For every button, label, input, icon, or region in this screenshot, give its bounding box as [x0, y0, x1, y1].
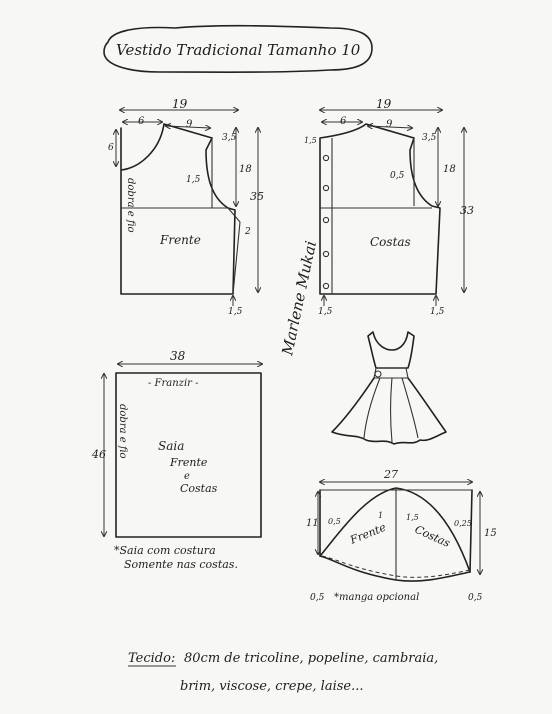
title-frame: Vestido Tradicional Tamanho 10 [103, 24, 373, 73]
fabric-line-1: 80cm de tricoline, popeline, cambraia, [184, 651, 438, 666]
sleeve-cap-right: 0,25 [454, 519, 472, 528]
fabric-line-2: brim, viscose, crepe, laise... [180, 679, 364, 694]
sleeve-cap-left: 0,5 [328, 517, 341, 526]
back-length: 33 [460, 204, 474, 217]
button-icon [322, 282, 330, 290]
skirt-label-4: Costas [180, 482, 218, 495]
back-bodice: 19 6 9 1,5 3,5 0,5 18 33 1,5 1,5 Costas [304, 97, 474, 317]
back-neck-depth: 1,5 [304, 136, 317, 145]
back-hem-flare-right: 1,5 [430, 307, 445, 317]
back-shoulder: 9 [386, 119, 393, 130]
skirt-note-2: Somente nas costas. [124, 558, 238, 571]
sleeve-back-label: Costas [413, 523, 453, 550]
front-fold-label: dobra e fio [125, 178, 136, 233]
front-armhole-curve: 1,5 [186, 175, 201, 185]
front-bodice: 19 6 9 6 3,5 1,5 18 35 2 1,5 Frente dobr… [108, 97, 264, 317]
front-shoulder-drop: 3,5 [222, 133, 237, 143]
sleeve-front-curve: 1 [378, 511, 383, 520]
fabric-note: Tecido: 80cm de tricoline, popeline, cam… [128, 651, 438, 694]
front-length: 35 [250, 190, 264, 203]
sleeve-hem-left: 0,5 [310, 593, 325, 603]
back-shoulder-drop: 3,5 [422, 133, 437, 143]
sleeve-note: *manga opcional [334, 592, 419, 603]
sleeve-height-left: 11 [306, 518, 319, 529]
sleeve-width: 27 [383, 468, 398, 481]
front-hem-flare: 1,5 [228, 307, 243, 317]
skirt-pattern: 38 46 - Franzir - dobra e fio Saia Frent… [91, 349, 262, 571]
button-icon [322, 154, 330, 162]
back-armhole-depth: 18 [443, 164, 456, 175]
skirt-label-2: Frente [169, 456, 208, 469]
button-icon [322, 250, 330, 258]
skirt-note-1: *Saia com costura [114, 544, 216, 557]
dress-sketch [331, 331, 447, 445]
front-width: 19 [172, 97, 188, 111]
fabric-label: Tecido: [128, 651, 175, 666]
front-waist-flare: 2 [244, 227, 251, 237]
back-neck-width: 6 [340, 116, 347, 127]
skirt-fold-label: dobra e fio [117, 404, 128, 459]
sleeve-height-right: 15 [484, 528, 497, 539]
back-label: Costas [370, 235, 411, 249]
skirt-gather-label: - Franzir - [148, 378, 199, 389]
skirt-width: 38 [170, 349, 186, 363]
sleeve-hem-right: 0,5 [468, 593, 483, 603]
back-armhole-curve: 0,5 [390, 171, 405, 181]
signature-text: Marlene Mukai [278, 239, 320, 358]
skirt-label-1: Saia [158, 439, 184, 453]
front-armhole-depth: 18 [239, 164, 252, 175]
sleeve-back-curve: 1,5 [406, 513, 419, 522]
sleeve-pattern: 27 11 15 Frente Costas 0,5 0,25 1 1,5 0,… [306, 468, 497, 603]
signature: Marlene Mukai [278, 239, 320, 358]
front-neck-depth: 6 [108, 143, 114, 153]
skirt-height: 46 [91, 448, 106, 461]
back-buttons [322, 154, 330, 290]
back-hem-flare-left: 1,5 [318, 307, 333, 317]
back-width: 19 [376, 97, 392, 111]
sleeve-front-label: Frente [347, 521, 388, 548]
page-title: Vestido Tradicional Tamanho 10 [116, 41, 361, 59]
front-label: Frente [159, 233, 201, 247]
button-icon [322, 216, 330, 224]
front-neck-width: 6 [138, 116, 145, 127]
skirt-label-3: e [184, 471, 190, 482]
button-icon [322, 184, 330, 192]
front-shoulder: 9 [186, 119, 193, 130]
